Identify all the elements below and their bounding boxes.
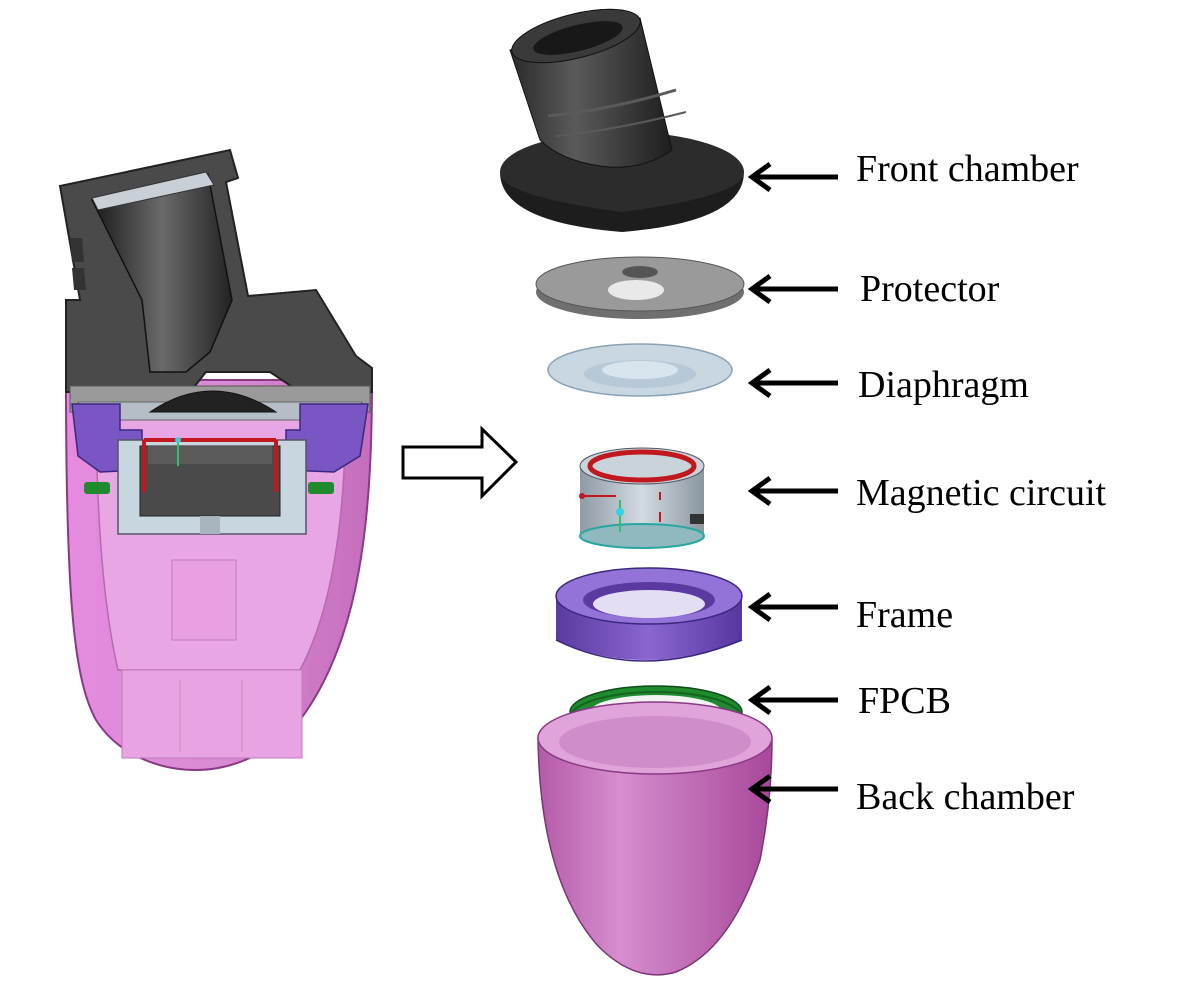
front-chamber-part [500, 8, 744, 232]
back-chamber-part [537, 701, 773, 976]
leader-arrows [747, 161, 838, 805]
protector-part [535, 256, 745, 319]
magnetic-circuit-part [579, 447, 705, 549]
arrow-front-chamber [747, 161, 838, 193]
label-back-chamber: Back chamber [856, 776, 1075, 818]
diaphragm-part [547, 343, 733, 397]
label-magnetic-circuit: Magnetic circuit [856, 472, 1107, 514]
arrow-fpcb [747, 684, 838, 716]
arrow-protector [747, 273, 838, 305]
frame-part [555, 567, 743, 662]
arrow-diaphragm [747, 367, 838, 399]
cross-section-assembly [58, 148, 374, 772]
label-protector: Protector [860, 268, 1000, 310]
label-fpcb: FPCB [858, 680, 951, 722]
arrow-frame [747, 591, 838, 623]
arrow-magnetic-circuit [747, 475, 838, 507]
nozzle-tube-section [90, 173, 233, 373]
assembly-arrow [401, 425, 519, 500]
label-diaphragm: Diaphragm [858, 364, 1029, 406]
label-frame: Frame [856, 594, 954, 636]
label-front-chamber: Front chamber [856, 148, 1079, 190]
arrow-back-chamber [747, 773, 838, 805]
